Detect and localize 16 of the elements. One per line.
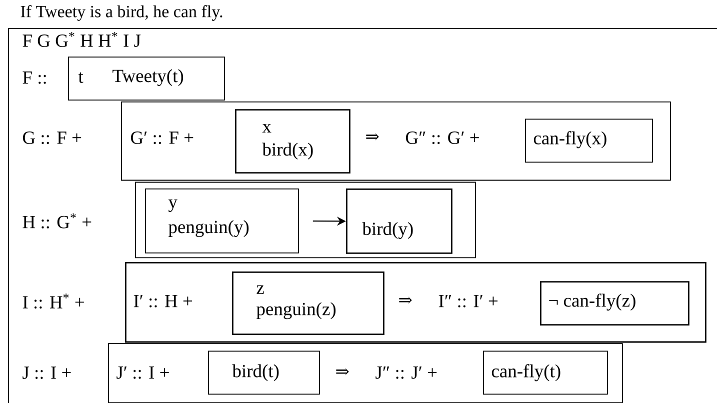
row-label: J :: I + xyxy=(22,366,71,379)
drs-box: z penguin(z) xyxy=(232,272,384,335)
drs-box: t Tweety(t) xyxy=(68,56,225,100)
drs-box: ¬ can-fly(z) xyxy=(540,281,690,326)
row-label: I :: H$^{*}$ + xyxy=(22,294,84,309)
row-label: H :: G$^{*}$ + xyxy=(22,213,92,228)
drs-box xyxy=(135,182,476,258)
row-label: F :: xyxy=(22,72,46,84)
drs-box: bird(t) xyxy=(208,350,320,395)
sentence-text: If Tweety is a bird, he can fly. xyxy=(20,5,222,21)
drs-box: can-fly(t) xyxy=(483,350,608,395)
drs-box: can-fly(x) xyxy=(525,118,653,163)
drs-box: x bird(x) xyxy=(235,109,350,174)
drs-box: y penguin(y) xyxy=(145,188,299,254)
drs-box: bird(y) xyxy=(346,188,452,254)
row-label: G :: F + xyxy=(22,132,82,144)
